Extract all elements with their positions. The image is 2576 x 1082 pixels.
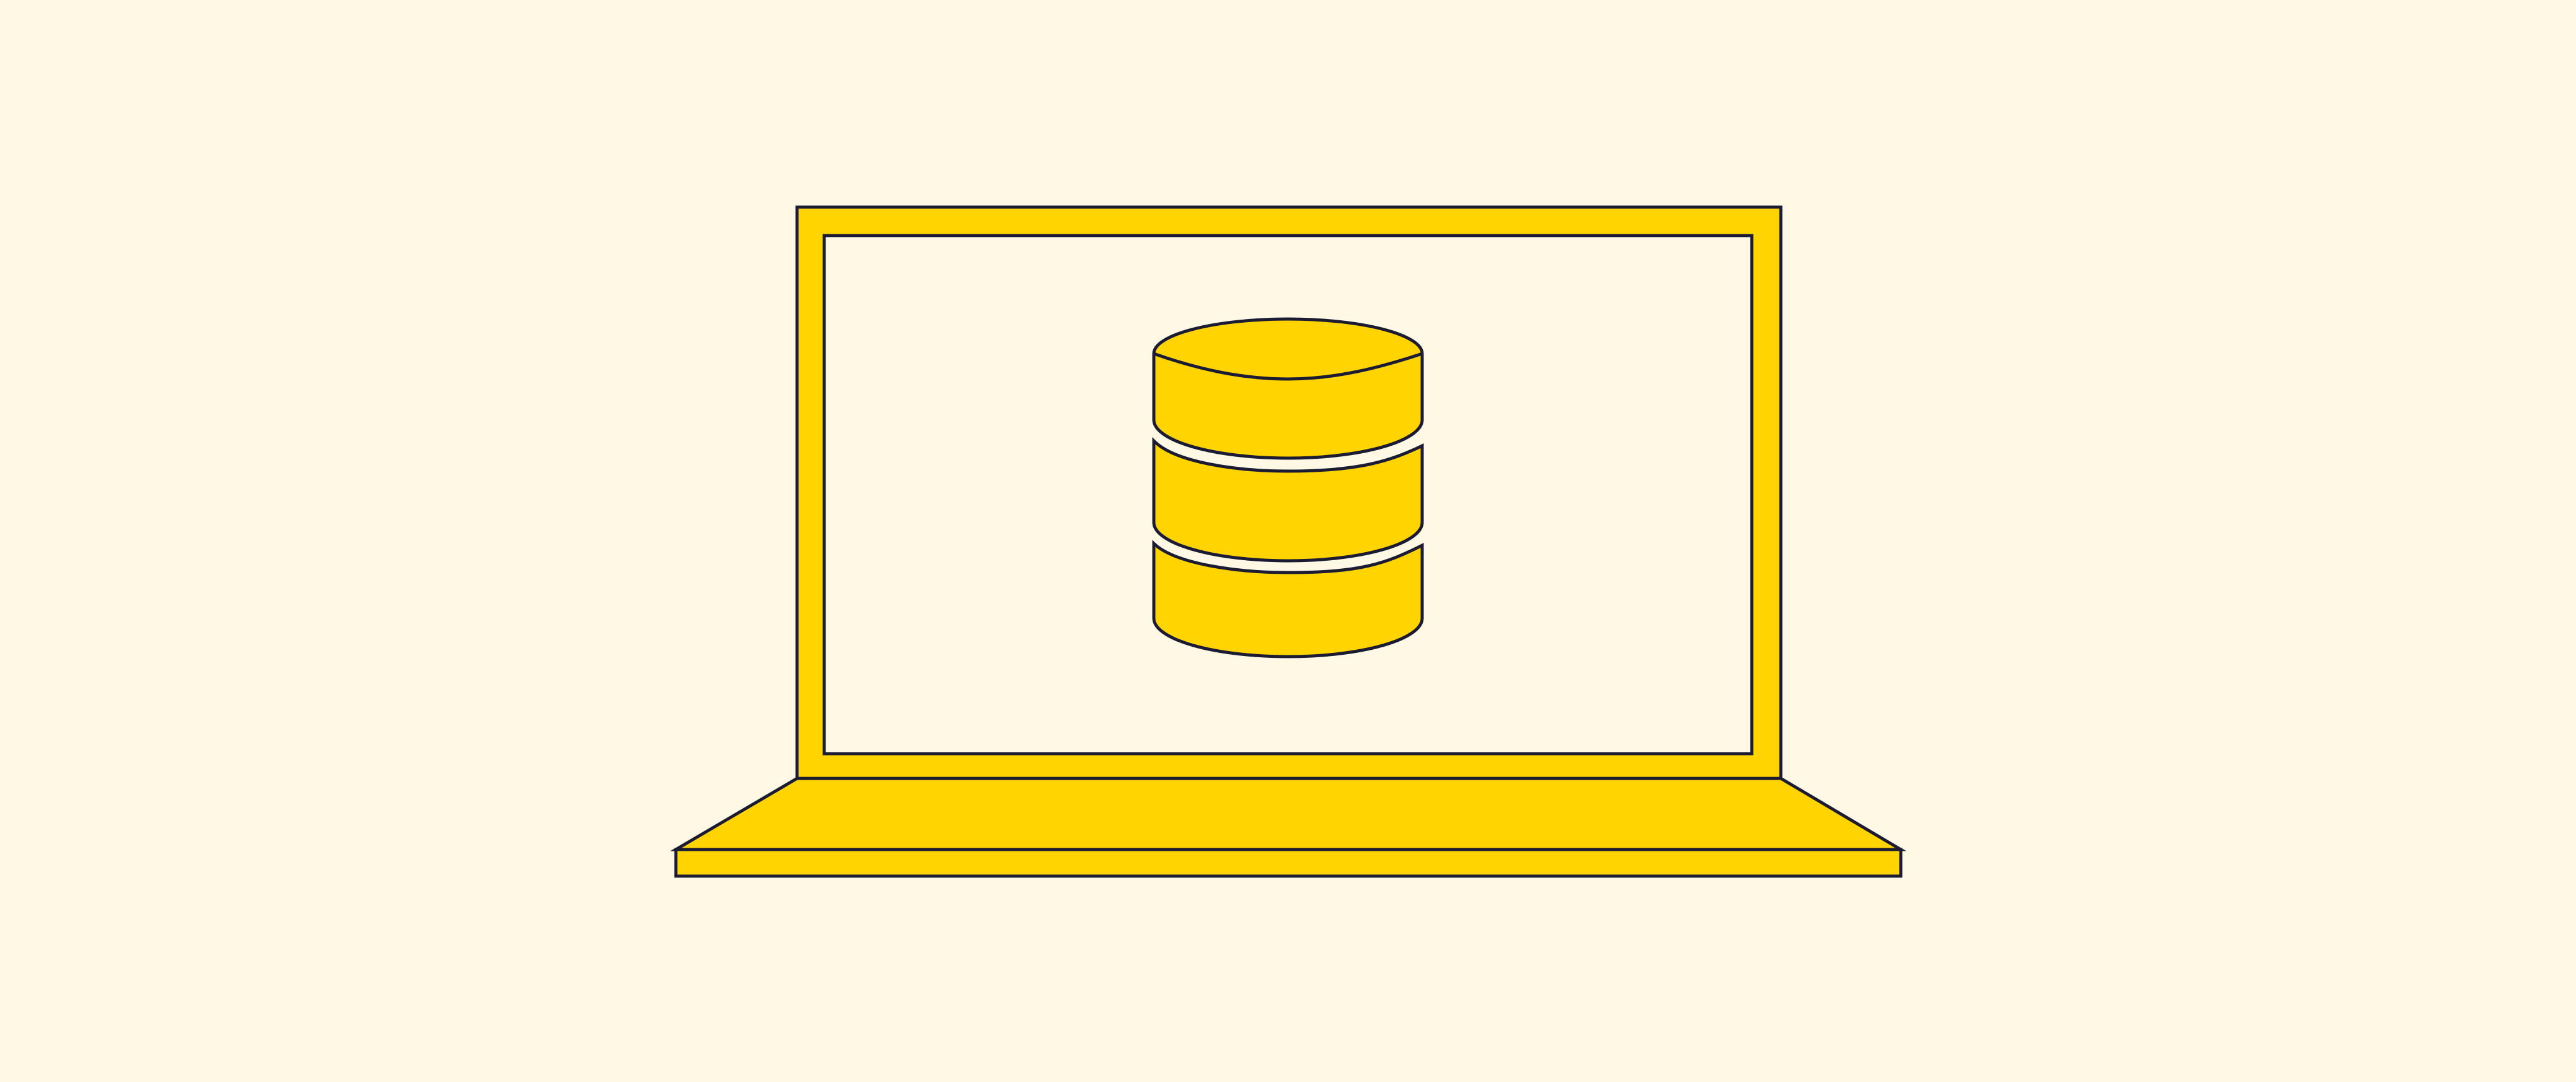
database-icon bbox=[1152, 317, 1424, 658]
laptop-base-deck bbox=[670, 777, 1907, 851]
database-top-rim bbox=[1153, 352, 1423, 381]
laptop-base-edge bbox=[674, 848, 1903, 878]
laptop-icon bbox=[670, 205, 1907, 878]
database-segment-top bbox=[1152, 317, 1424, 460]
database-segment-middle bbox=[1152, 437, 1424, 563]
database-segment-bottom bbox=[1152, 540, 1424, 658]
